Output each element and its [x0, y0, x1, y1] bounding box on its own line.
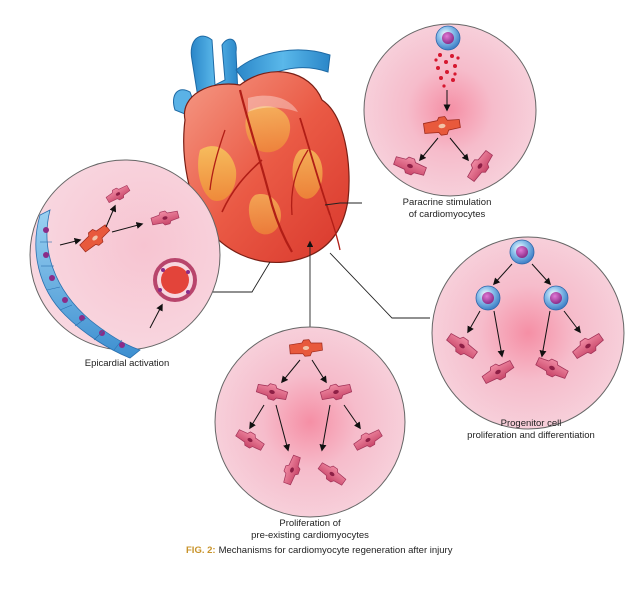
epicardial-label-line1: Epicardial activation [84, 358, 170, 369]
epicardial-label: Epicardial activation [62, 358, 192, 370]
proliferation-panel [214, 326, 406, 518]
paracrine-label: Paracrine stimulation of cardiomyocytes [372, 197, 522, 221]
epicardial-panel [29, 159, 221, 359]
figure-caption: FIG. 2:Mechanisms for cardiomyocyte rege… [186, 545, 452, 556]
progenitor-label-line1: Progenitor cell [500, 418, 562, 429]
paracrine-label-line2: of cardiomyocytes [408, 209, 486, 220]
proliferation-label: Proliferation of pre-existing cardiomyoc… [230, 518, 390, 542]
paracrine-panel [363, 23, 537, 197]
heart-illustration [173, 35, 350, 264]
paracrine-label-line1: Paracrine stimulation [402, 197, 492, 208]
figure-caption-prefix: FIG. 2: [186, 545, 216, 556]
epicardial-nuclei [43, 227, 125, 348]
figure-caption-text: Mechanisms for cardiomyocyte regeneratio… [218, 545, 453, 556]
progenitor-label: Progenitor cell proliferation and differ… [446, 418, 616, 442]
proliferation-label-line1: Proliferation of [279, 518, 341, 529]
progenitor-panel [431, 236, 625, 430]
proliferation-label-line2: pre-existing cardiomyocytes [251, 530, 369, 541]
paracrine-factors [434, 53, 460, 88]
progenitor-label-line2: proliferation and differentiation [467, 430, 595, 441]
